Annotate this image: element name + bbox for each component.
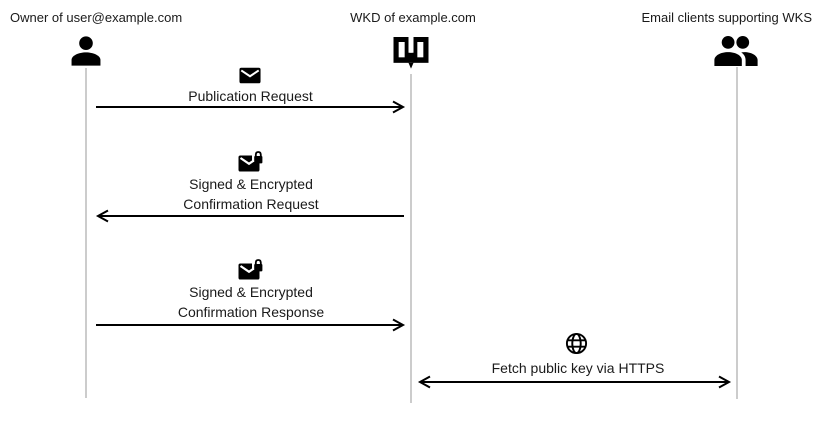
globe-icon <box>565 332 588 355</box>
message-line: Publication Request <box>188 88 313 104</box>
message-label-fetch-public-key: Fetch public key via HTTPS <box>420 358 736 378</box>
publication-request-arrow <box>96 100 406 114</box>
people-icon <box>713 36 759 67</box>
message-line: Fetch public key via HTTPS <box>491 360 665 376</box>
message-line: Signed & Encrypted <box>189 284 313 300</box>
message-line: Signed & Encrypted <box>189 176 313 192</box>
envelope-lock-icon <box>238 257 264 281</box>
confirmation-response-arrow <box>96 318 406 332</box>
open-book-icon <box>391 33 431 71</box>
lifeline-owner <box>85 68 87 398</box>
fetch-public-key-arrow <box>417 375 732 389</box>
envelope-icon <box>239 67 261 84</box>
actor-label-clients: Email clients supporting WKS <box>641 10 812 25</box>
envelope-lock-icon <box>238 149 264 173</box>
person-icon <box>69 36 103 66</box>
message-label-confirmation-request: Signed & Encrypted Confirmation Request <box>96 174 406 214</box>
confirmation-request-arrow <box>95 209 404 223</box>
message-label-confirmation-response: Signed & Encrypted Confirmation Response <box>96 282 406 322</box>
message-line: Confirmation Response <box>177 304 325 320</box>
lifeline-wkd <box>410 74 412 403</box>
message-line: Confirmation Request <box>183 196 319 212</box>
actor-label-owner: Owner of user@example.com <box>10 10 183 25</box>
actor-label-wkd: WKD of example.com <box>350 10 476 25</box>
message-label-publication-request: Publication Request <box>96 86 405 106</box>
lifeline-clients <box>736 67 738 399</box>
